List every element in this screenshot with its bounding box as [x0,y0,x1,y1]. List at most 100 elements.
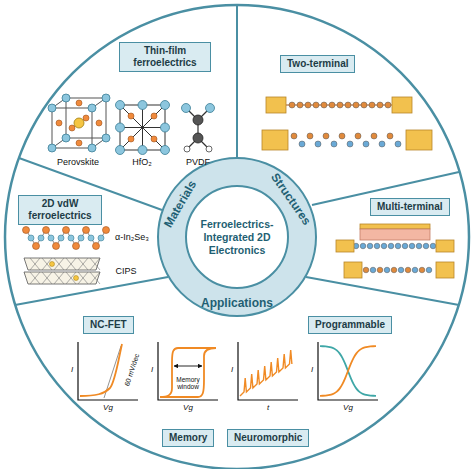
axis-label: Vg [103,404,113,413]
perovskite-structure-part-part [66,98,106,138]
plot-axes-part [318,342,378,400]
multi-terminal-device-part-part [367,243,373,249]
cips-layer-part-part [66,258,76,270]
perovskite-structure-part-part [76,100,82,106]
plot-axes [78,342,378,400]
ncfet-curve-part [80,344,122,396]
ncfet-curve [80,344,122,398]
cips-layer-part-part [24,272,100,284]
two-terminal-device-part-part [377,102,383,108]
axis-label: I [311,366,313,375]
multi-terminal-device-part-part [416,243,422,249]
in2se3-layer-part [78,235,84,241]
outer-circle-part [5,5,469,469]
two-terminal-device-part-part [353,102,359,108]
two-terminal-device-part-part [395,141,401,147]
box-label: Two-terminal [287,58,348,70]
cips-layer-part-part [54,258,64,270]
programmable-curves-part [320,346,376,396]
perovskite-structure-part-part [56,120,62,126]
hysteresis-loop [160,348,216,397]
multi-terminal-device-part-part [381,243,387,249]
in2se3-layer-part [73,243,80,250]
multi-terminal-device-part-part [423,243,429,249]
multi-terminal-device-part [360,224,430,229]
two-terminal-device-part [392,97,412,113]
hfo2-structure-part-part [131,116,154,139]
cips-layer-part-part [30,258,40,270]
two-terminal-device-part-part [363,141,369,147]
material-label: α-In₂Se₃ [115,233,149,243]
two-terminal-device-part-part [305,102,311,108]
material-label: PVDF [186,158,210,168]
plot-axes-part [158,342,218,400]
perovskite-structure-part [74,118,84,128]
cips-layer-part-part [30,258,40,270]
two-terminal-device-part-part [331,141,337,147]
axis-label: Vg [183,404,193,413]
hfo2-structure-part-part [151,136,157,142]
multi-terminal-device-part [436,262,454,278]
multi-terminal-device-part-part [409,243,415,249]
multi-terminal-device-part-part [391,267,397,273]
cips-layer-part [74,276,79,281]
material-label: HfO₂ [132,158,152,168]
two-terminal-device-part-part [369,102,375,108]
box-label: Thin-film ferroelectrics [126,45,204,69]
pvdf-molecule-part [193,133,203,143]
pvdf-molecule-part [206,146,212,152]
pvdf-molecule-part [184,146,190,152]
hfo2-structure-part-part [120,105,165,150]
multi-terminal-device-part [336,240,354,252]
multi-terminal-device [336,224,454,278]
sector-divider [15,5,459,305]
two-terminal-device-part-part [371,133,377,139]
sector-divider-part [306,277,459,305]
in2se3-layer-part [48,235,54,241]
hfo2-structure-part-part [161,123,170,132]
two-terminal-device-part-part [321,102,327,108]
hfo2-structure-part-part [116,101,125,110]
hfo2-structure-part-part [138,101,147,110]
perovskite-structure-part-part [62,94,70,102]
axis-label: I [71,366,73,375]
multi-terminal-device-part-part [388,243,394,249]
axis-label: t [267,404,269,413]
two-terminal-device-part [406,130,432,150]
two-terminal-device [262,97,432,150]
axis-label: I [151,366,153,375]
in2se3-layer-part [33,243,40,250]
two-terminal-device-part [266,97,286,113]
two-terminal-device-part-part [307,133,313,139]
axis-label: Vg [343,404,353,413]
cips-layer-part-part [42,272,52,284]
hfo2-structure-part [120,105,165,150]
hfo2-structure-part [128,113,157,142]
multi-terminal-device-part-part [402,243,408,249]
category-box: NC-FET [83,316,134,334]
material-label: 60 mV/dec [123,353,141,387]
category-box: Multi-terminal [370,198,450,216]
multi-terminal-device-part-part [430,243,436,249]
cips-layer-part [50,262,55,267]
cips-layer-part-part [78,272,88,284]
programmable-curves [320,346,376,396]
category-box: Memory [162,429,214,447]
multi-terminal-device-part [363,267,432,273]
category-box: Thin-film ferroelectrics [119,42,211,72]
hfo2-structure-part-part [161,146,170,155]
cips-layer-part-part [90,272,100,284]
multi-terminal-device-part-part [405,267,411,273]
two-terminal-device-part-part [339,133,345,139]
in2se3-layer-part [63,227,70,234]
in2se3-layer [23,227,110,250]
hysteresis-loop-part [174,366,202,367]
cips-layer-part-part [90,258,100,270]
category-box: Neuromorphic [227,429,309,447]
multi-terminal-device-part-part [363,267,369,273]
hfo2-structure [116,101,170,155]
center-title: Ferroelectrics-Integrated 2D Electronics [193,218,281,257]
programmable-curves-part [320,346,376,396]
multi-terminal-device-part [436,240,454,252]
